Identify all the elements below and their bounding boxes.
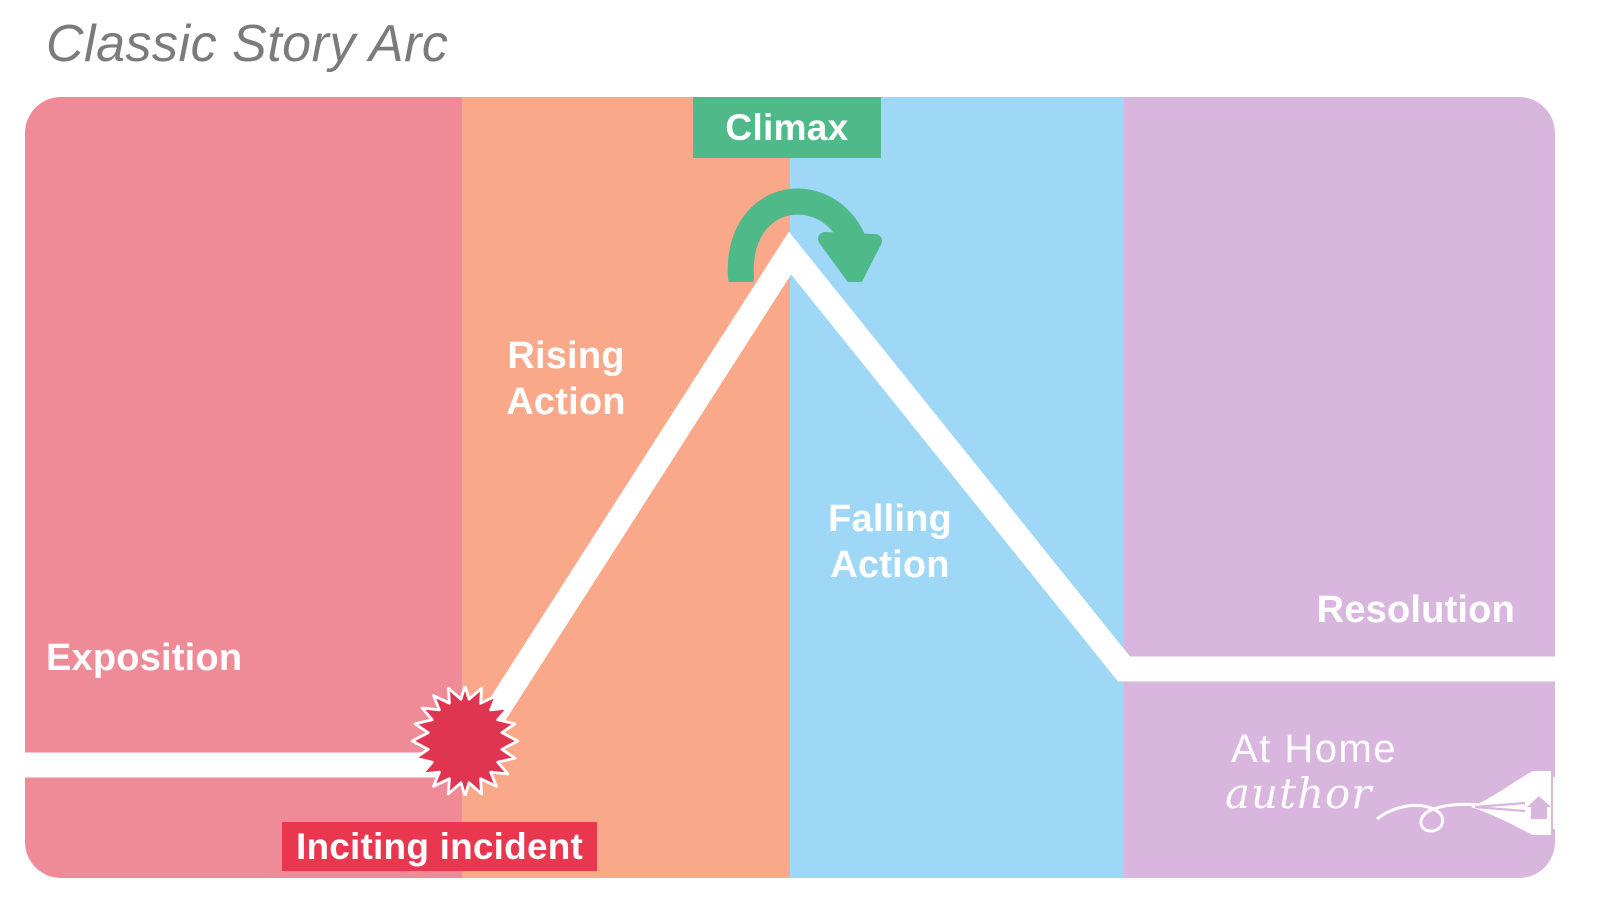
starburst-icon (410, 686, 520, 796)
logo-line-2: author (1225, 769, 1373, 818)
brand-logo: At Home author (1225, 727, 1555, 852)
label-resolution: Resolution (1316, 589, 1515, 631)
climax-badge: Climax (693, 97, 881, 158)
label-exposition: Exposition (46, 637, 243, 679)
diagram-panel: Exposition Rising Action Falling Action … (25, 97, 1555, 878)
inciting-incident-label: Inciting incident (296, 825, 584, 867)
page-title: Classic Story Arc (46, 15, 449, 73)
pen-nib-house-icon (1376, 771, 1555, 835)
label-falling-action: Falling Action (828, 498, 952, 587)
inciting-incident-badge: Inciting incident (282, 822, 598, 871)
band-exposition (25, 97, 462, 878)
label-rising-action: Rising Action (506, 335, 626, 424)
band-resolution (1124, 97, 1555, 878)
logo-line-1: At Home (1231, 727, 1398, 771)
arc-polyline (25, 231, 1555, 778)
curved-arrow-icon (727, 188, 882, 282)
story-arc-line (25, 231, 1555, 778)
climax-label: Climax (725, 106, 849, 148)
